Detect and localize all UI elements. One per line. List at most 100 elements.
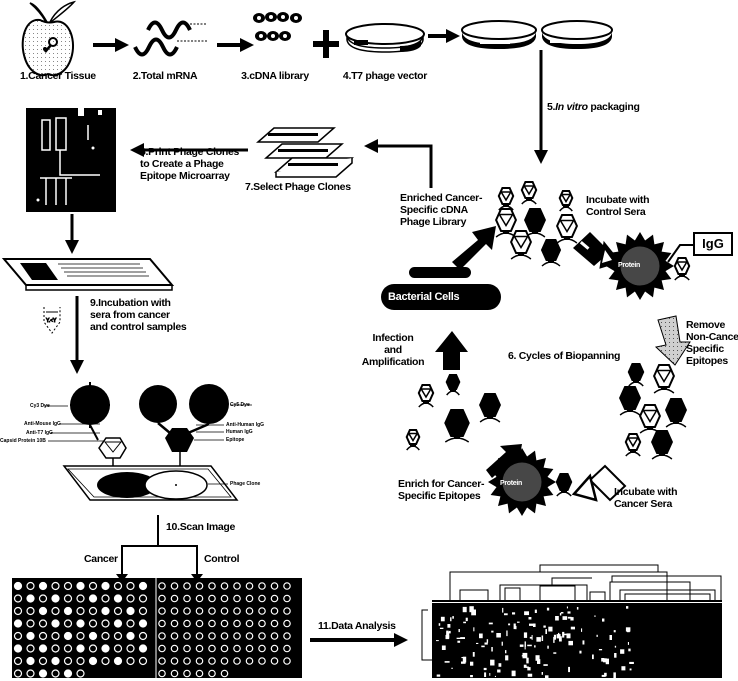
enrich-label: Enrich for Cancer- Specific Epitopes: [398, 478, 484, 502]
phage-icon: [557, 474, 571, 496]
step-9-line-1: 9.Incubation with: [90, 297, 186, 309]
enrich-line-2: Specific Epitopes: [398, 490, 484, 502]
phage-icon: [654, 365, 674, 393]
epitope-label: Epitope: [226, 437, 244, 443]
infection-line-3: Amplification: [358, 356, 428, 368]
phage-icon: [419, 385, 433, 407]
cancer-label: Cancer: [84, 553, 118, 565]
step-5-label: 5.In vitro packaging: [547, 101, 640, 113]
microarray-slide-icon: [4, 259, 172, 290]
plus-icon: [313, 30, 339, 58]
step-11-label: 11.Data Analysis: [318, 620, 396, 632]
phage-icon: [496, 209, 516, 237]
t7-phage-vector-icon: [346, 24, 424, 52]
enrich-line-1: Enrich for Cancer-: [398, 478, 484, 490]
step-10-label: 10.Scan Image: [166, 521, 235, 533]
step-8-label: 8.Print Phage Clones to Create a Phage E…: [140, 146, 239, 182]
arrow-to-library: [452, 226, 496, 270]
cdna-library-icon: [253, 12, 302, 41]
protein-label-top: Protein: [618, 260, 640, 272]
remove-label: Remove Non-Cancer Specific Epitopes: [686, 319, 738, 367]
human-igg-label: Human IgG: [226, 429, 253, 435]
phage-icon: [511, 231, 531, 259]
phage-cluster-right: [620, 364, 686, 459]
enriched-line-3: Phage Library: [400, 216, 482, 228]
igg-label: IgG: [693, 232, 733, 256]
incubate-cancer-label: Incubate with Cancer Sera: [614, 486, 677, 510]
step-8-line-1: 8.Print Phage Clones: [140, 146, 239, 158]
cy3-dye-label: Cy3 Dye: [30, 403, 50, 409]
step-8-line-3: Epitope Microarray: [140, 170, 239, 182]
incubate-control-line-2: Control Sera: [586, 206, 649, 218]
protein-label-bottom: Protein: [500, 478, 522, 490]
remove-line-4: Epitopes: [686, 355, 738, 367]
phage-icon: [640, 405, 660, 433]
phage-cluster-left: [407, 375, 500, 450]
serum-tube-icon: Y.<Y: [44, 307, 60, 333]
phage-icon: [560, 191, 573, 211]
infection-label: Infection and Amplification: [358, 332, 428, 368]
phage-icon: [522, 182, 536, 204]
step-7-label: 7.Select Phage Clones: [245, 181, 351, 193]
arrow-to-select-clones: [368, 146, 431, 188]
phage-cluster-top: [496, 182, 577, 266]
phage-clone-label: Phage Clone: [230, 481, 260, 487]
step-5-rest: packaging: [588, 101, 640, 113]
phage-icon: [499, 188, 513, 210]
remove-line-2: Non-Cancer: [686, 331, 738, 343]
anti-t7-igg-label: Anti-T7 IgG: [26, 430, 53, 436]
phage-icon: [620, 387, 640, 415]
enriched-library-label: Enriched Cancer- Specific cDNA Phage Lib…: [400, 192, 482, 228]
heatmap-dendrogram: [422, 565, 722, 680]
phage-icon: [629, 364, 643, 386]
capsid-protein-label: Capsid Protein 10B: [0, 438, 46, 444]
step-5-italic: In vitro: [555, 101, 588, 113]
step-3-label: 3.cDNA library: [240, 70, 310, 82]
step-9-line-3: and control samples: [90, 321, 186, 333]
cancer-tissue-icon: [23, 2, 74, 75]
remove-line-1: Remove: [686, 319, 738, 331]
incubate-control-line-1: Incubate with: [586, 194, 649, 206]
step-9-line-2: sera from cancer: [90, 309, 186, 321]
step-6-label: 6. Cycles of Biopanning: [508, 350, 620, 362]
phage-icon: [480, 394, 500, 422]
phage-icon: [626, 434, 640, 456]
bacterial-cells-label: Bacterial Cells: [388, 291, 459, 303]
anti-mouse-igg-label: Anti-Mouse IgG: [24, 421, 61, 427]
recombinant-vector-icon: [462, 21, 536, 49]
arrow-remove-down: [656, 316, 690, 365]
step-1-label: 1.Cancer Tissue: [20, 70, 90, 82]
control-label: Control: [204, 553, 239, 565]
mrna-icon: [135, 23, 190, 55]
phage-icon: [666, 399, 686, 427]
step-8-line-2: to Create a Phage: [140, 158, 239, 170]
phage-icon: [445, 410, 468, 442]
step-2-label: 2.Total mRNA: [130, 70, 200, 82]
incubate-cancer-line-2: Cancer Sera: [614, 498, 677, 510]
phage-clone-plates-icon: [258, 128, 352, 177]
cy5-dye-label: Cy5 Dye: [230, 402, 250, 408]
infection-line-1: Infection: [358, 332, 428, 344]
printer-photo: [26, 108, 116, 212]
enriched-line-1: Enriched Cancer-: [400, 192, 482, 204]
remove-line-3: Specific: [686, 343, 738, 355]
step-9-label: 9.Incubation with sera from cancer and c…: [90, 297, 186, 333]
assay-illustration: [44, 382, 252, 500]
svg-text:Y.<Y: Y.<Y: [46, 318, 57, 324]
enriched-line-2: Specific cDNA: [400, 204, 482, 216]
incubate-cancer-line-1: Incubate with: [614, 486, 677, 498]
phage-icon: [652, 431, 672, 459]
phage-icon: [542, 240, 560, 266]
phage-icon: [407, 430, 420, 450]
phage-icon: [447, 375, 460, 395]
infection-line-2: and: [358, 344, 428, 356]
bacterial-cells-icon: [381, 267, 501, 310]
scan-image-arrays: [12, 578, 302, 678]
recombinant-vector-icon-2: [542, 21, 612, 49]
phage-icon: [525, 209, 545, 237]
arrow-infection-up: [435, 331, 468, 370]
step-5-num: 5.: [547, 101, 555, 113]
phage-icon: [675, 258, 689, 280]
step-4-label: 4.T7 phage vector: [335, 70, 435, 82]
phage-icon: [557, 215, 577, 243]
